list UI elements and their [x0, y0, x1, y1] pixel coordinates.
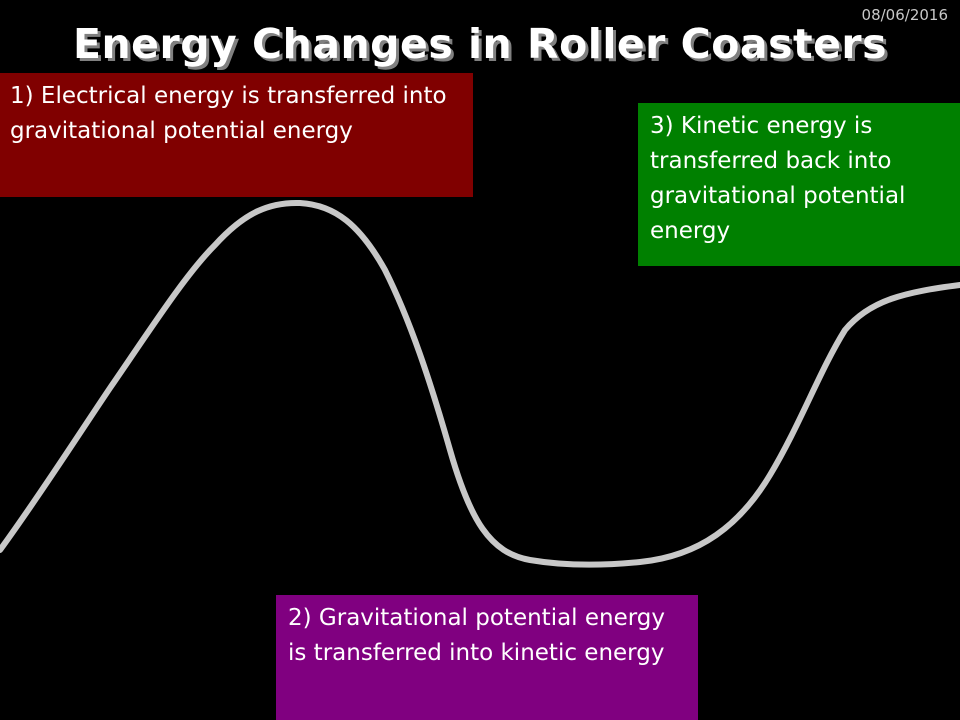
slide-date: 08/06/2016	[861, 6, 948, 24]
slide-title: Energy Changes in Roller Coasters	[72, 20, 888, 68]
stage-2-box: 2) Gravitational potential energy is tra…	[276, 595, 698, 720]
stage-3-box: 3) Kinetic energy is transferred back in…	[638, 103, 960, 266]
track-curve	[0, 199, 960, 568]
stage-1-box: 1) Electrical energy is transferred into…	[0, 73, 473, 197]
